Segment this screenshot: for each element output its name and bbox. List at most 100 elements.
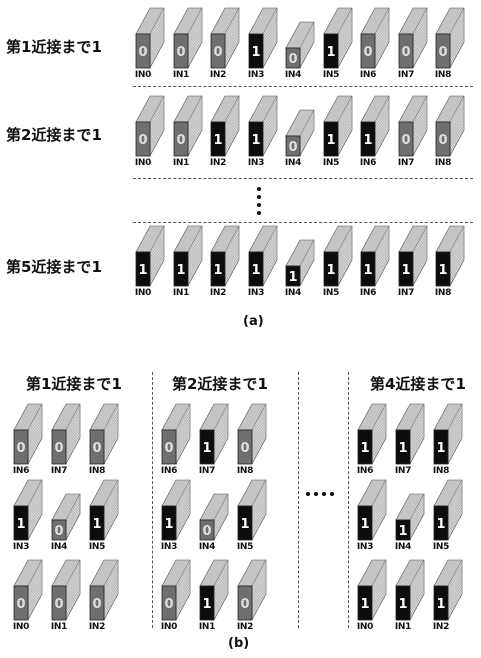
input-label: IN7 bbox=[397, 158, 415, 168]
input-label: IN8 bbox=[434, 70, 452, 80]
pillar: 1 bbox=[237, 479, 276, 541]
pillar: 1 bbox=[210, 225, 249, 287]
pillar-value: 0 bbox=[54, 597, 63, 612]
pillar: 0 bbox=[435, 7, 474, 69]
pillar: 1 bbox=[433, 403, 472, 465]
pillar: 0 bbox=[173, 7, 212, 69]
caption-a: (a) bbox=[243, 314, 264, 329]
input-label: IN3 bbox=[247, 288, 265, 298]
pillar-value: 1 bbox=[401, 263, 410, 278]
input-label: IN4 bbox=[284, 158, 302, 168]
pillar-value: 1 bbox=[176, 263, 185, 278]
input-label: IN3 bbox=[12, 542, 30, 552]
pillar: 1 bbox=[199, 403, 238, 465]
input-label: IN0 bbox=[12, 622, 30, 632]
pillar-value: 1 bbox=[326, 263, 335, 278]
pillar: 0 bbox=[199, 493, 238, 541]
divider bbox=[133, 178, 473, 179]
pillar-value: 0 bbox=[164, 597, 173, 612]
pillar: 0 bbox=[360, 7, 399, 69]
pillar: 0 bbox=[398, 7, 437, 69]
input-label: IN5 bbox=[88, 542, 106, 552]
pillar: 1 bbox=[135, 225, 174, 287]
pillar: 1 bbox=[360, 95, 399, 157]
input-label: IN4 bbox=[394, 542, 412, 552]
pillar-value: 1 bbox=[360, 441, 369, 456]
caption-b: (b) bbox=[228, 636, 250, 651]
pillar-value: 1 bbox=[436, 517, 445, 532]
pillar-value: 0 bbox=[92, 441, 101, 456]
pillar-value: 0 bbox=[164, 441, 173, 456]
pillar: 1 bbox=[323, 225, 362, 287]
input-label: IN1 bbox=[198, 622, 216, 632]
pillar: 0 bbox=[51, 559, 90, 621]
pillar: 1 bbox=[357, 479, 396, 541]
input-label: IN2 bbox=[432, 622, 450, 632]
pillar-value: 0 bbox=[16, 441, 25, 456]
pillar-value: 0 bbox=[438, 45, 447, 60]
group-title: 第4近接まで1 bbox=[370, 375, 466, 393]
input-label: IN4 bbox=[284, 288, 302, 298]
pillar: 1 bbox=[395, 403, 434, 465]
pillar: 1 bbox=[398, 225, 437, 287]
pillar-value: 0 bbox=[363, 45, 372, 60]
pillar-value: 0 bbox=[138, 45, 147, 60]
divider bbox=[133, 222, 473, 223]
pillar-value: 1 bbox=[288, 270, 297, 285]
input-label: IN1 bbox=[394, 622, 412, 632]
input-label: IN1 bbox=[172, 158, 190, 168]
input-label: IN0 bbox=[134, 158, 152, 168]
group-title: 第2近接まで1 bbox=[172, 375, 268, 393]
input-label: IN2 bbox=[209, 70, 227, 80]
input-label: IN8 bbox=[434, 288, 452, 298]
pillar-value: 1 bbox=[202, 597, 211, 612]
input-label: IN5 bbox=[322, 288, 340, 298]
pillar-value: 0 bbox=[438, 133, 447, 148]
pillar: 0 bbox=[135, 95, 174, 157]
input-label: IN8 bbox=[432, 466, 450, 476]
input-label: IN6 bbox=[356, 466, 374, 476]
pillar-value: 1 bbox=[436, 597, 445, 612]
pillar-value: 1 bbox=[202, 441, 211, 456]
pillar: 0 bbox=[13, 403, 52, 465]
pillar-value: 1 bbox=[251, 263, 260, 278]
pillar: 0 bbox=[13, 559, 52, 621]
pillar: 0 bbox=[161, 559, 200, 621]
pillar: 1 bbox=[357, 559, 396, 621]
pillar: 0 bbox=[285, 21, 324, 69]
pillar-value: 1 bbox=[436, 441, 445, 456]
group-title: 第1近接まで1 bbox=[26, 375, 122, 393]
pillar-value: 1 bbox=[213, 133, 222, 148]
pillar-value: 0 bbox=[401, 45, 410, 60]
pillar: 1 bbox=[395, 559, 434, 621]
input-label: IN1 bbox=[172, 288, 190, 298]
pillar-value: 1 bbox=[213, 263, 222, 278]
pillar: 1 bbox=[248, 7, 287, 69]
pillar-value: 1 bbox=[438, 263, 447, 278]
pillar: 0 bbox=[51, 493, 90, 541]
pillar-value: 1 bbox=[251, 133, 260, 148]
input-label: IN3 bbox=[356, 542, 374, 552]
input-label: IN7 bbox=[198, 466, 216, 476]
pillar-value: 1 bbox=[326, 133, 335, 148]
input-label: IN3 bbox=[247, 158, 265, 168]
input-label: IN5 bbox=[236, 542, 254, 552]
pillar-value: 0 bbox=[54, 524, 63, 539]
input-label: IN8 bbox=[236, 466, 254, 476]
input-label: IN2 bbox=[209, 288, 227, 298]
input-label: IN4 bbox=[50, 542, 68, 552]
pillar: 1 bbox=[323, 95, 362, 157]
input-label: IN6 bbox=[12, 466, 30, 476]
pillar-value: 0 bbox=[401, 133, 410, 148]
pillar-value: 1 bbox=[251, 45, 260, 60]
pillar: 1 bbox=[395, 493, 434, 541]
pillar: 0 bbox=[173, 95, 212, 157]
pillar-value: 0 bbox=[176, 133, 185, 148]
divider bbox=[133, 86, 473, 87]
pillar: 0 bbox=[51, 403, 90, 465]
pillar: 1 bbox=[199, 559, 238, 621]
input-label: IN6 bbox=[359, 288, 377, 298]
pillar: 0 bbox=[435, 95, 474, 157]
input-label: IN8 bbox=[434, 158, 452, 168]
pillar: 1 bbox=[89, 479, 128, 541]
